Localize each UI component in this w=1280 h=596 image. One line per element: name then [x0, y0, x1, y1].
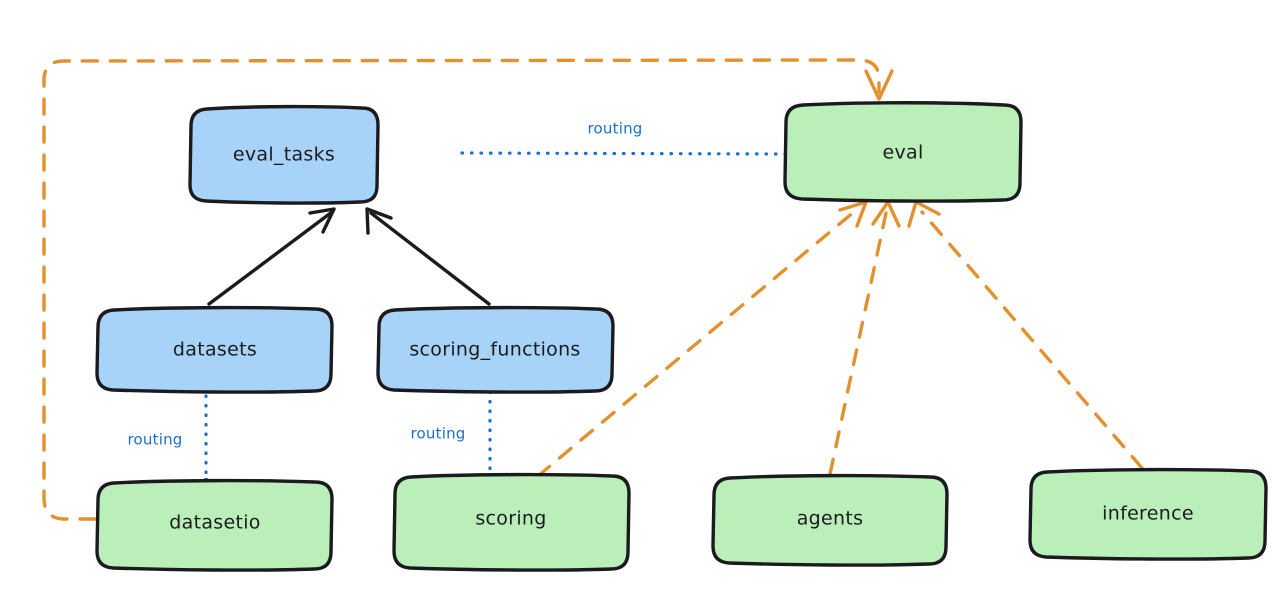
node-label-agents: agents — [797, 508, 864, 530]
edge-datasets-to-datasetio[interactable] — [202, 394, 210, 485]
edge-eval-tasks-to-eval[interactable] — [460, 150, 791, 158]
node-label-scoring-functions: scoring_functions — [409, 339, 580, 361]
edge-agents-to-eval[interactable] — [828, 200, 901, 476]
node-label-datasetio: datasetio — [169, 512, 260, 534]
node-scoring-functions[interactable]: scoring_functions — [376, 305, 615, 394]
edge-scoring-functions-to-eval-tasks[interactable] — [365, 207, 491, 306]
node-eval[interactable]: eval — [783, 101, 1023, 203]
edge-label-routing-eval-tasks-eval: routing — [588, 120, 643, 138]
edge-labels: routing routing routing — [128, 120, 643, 449]
node-label-eval: eval — [882, 142, 923, 164]
edge-datasetio-to-eval[interactable] — [42, 58, 894, 521]
api-edges — [207, 207, 491, 306]
node-scoring[interactable]: scoring — [392, 472, 631, 572]
node-label-datasets: datasets — [173, 339, 257, 361]
node-label-scoring: scoring — [475, 508, 546, 530]
node-label-eval-tasks: eval_tasks — [233, 144, 335, 166]
nodes: eval_tasks eval datasets scoring_functio… — [95, 101, 1268, 572]
edge-datasets-to-eval-tasks[interactable] — [207, 207, 336, 306]
node-eval-tasks[interactable]: eval_tasks — [188, 104, 380, 205]
edge-label-routing-datasets-datasetio: routing — [128, 431, 183, 449]
edge-label-routing-scoring-functions-scoring: routing — [411, 425, 466, 443]
node-datasetio[interactable]: datasetio — [95, 478, 334, 572]
edge-scoring-functions-to-scoring[interactable] — [486, 390, 494, 481]
node-label-inference: inference — [1102, 503, 1194, 525]
node-agents[interactable]: agents — [711, 473, 949, 567]
edge-inference-to-eval[interactable] — [907, 200, 1144, 470]
node-datasets[interactable]: datasets — [95, 305, 334, 394]
node-inference[interactable]: inference — [1028, 467, 1268, 561]
